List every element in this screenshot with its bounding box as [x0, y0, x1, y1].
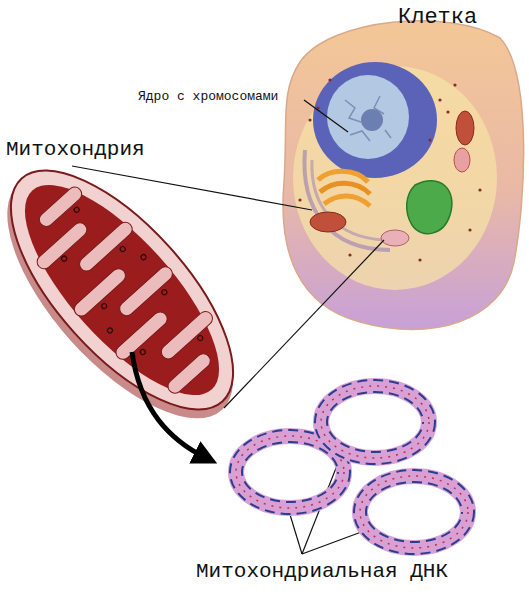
- zoom-arrow: [132, 352, 206, 458]
- leader-lines: [72, 100, 384, 554]
- ribosomes: [298, 78, 481, 261]
- matrix: [0, 157, 249, 423]
- mitochondrion-illustration: [0, 136, 274, 454]
- nucleus-label: Ядро с хромосомами: [138, 90, 278, 104]
- nucleolus: [361, 109, 383, 131]
- dna-ring: [354, 470, 474, 554]
- small-mitochondrion: [456, 111, 474, 145]
- cristae: [11, 175, 235, 408]
- leader-line: [72, 166, 312, 210]
- nucleus-interior: [327, 75, 409, 159]
- cell-label: Клетка: [398, 6, 477, 30]
- mtdna-label: Митохондриальная ДНК: [196, 560, 448, 583]
- dna-rings: [230, 380, 474, 554]
- outer-membrane: [0, 136, 270, 445]
- golgi-body: [320, 183, 370, 194]
- cell-membrane: [283, 21, 524, 330]
- leader-line: [304, 100, 348, 132]
- small-mitochondrion: [310, 212, 346, 232]
- green-organelle: [407, 181, 452, 234]
- dna-dots: [31, 194, 212, 383]
- mitochondrion-side: [0, 140, 271, 454]
- chromosomes: [345, 96, 391, 141]
- golgi-body: [318, 171, 368, 182]
- golgi-body: [324, 196, 370, 206]
- cell-illustration: [283, 21, 524, 330]
- mitochondrion-label: Митохондрия: [6, 138, 145, 161]
- vesicle: [454, 148, 470, 172]
- vesicle: [381, 230, 409, 246]
- dna-ring: [315, 380, 435, 464]
